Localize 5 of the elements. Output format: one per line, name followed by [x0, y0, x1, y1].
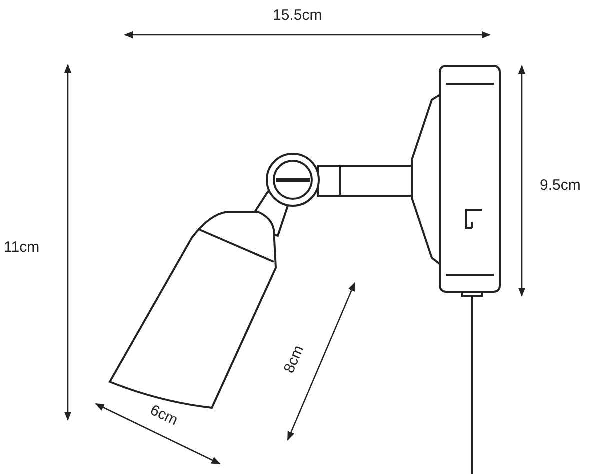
dimension-label: 9.5cm: [540, 178, 581, 193]
dimension-label: 8cm: [282, 344, 307, 376]
dimension-label: 6cm: [148, 402, 180, 428]
dimension-label: 11cm: [4, 240, 40, 255]
dimension-label: 15.5cm: [273, 8, 322, 23]
